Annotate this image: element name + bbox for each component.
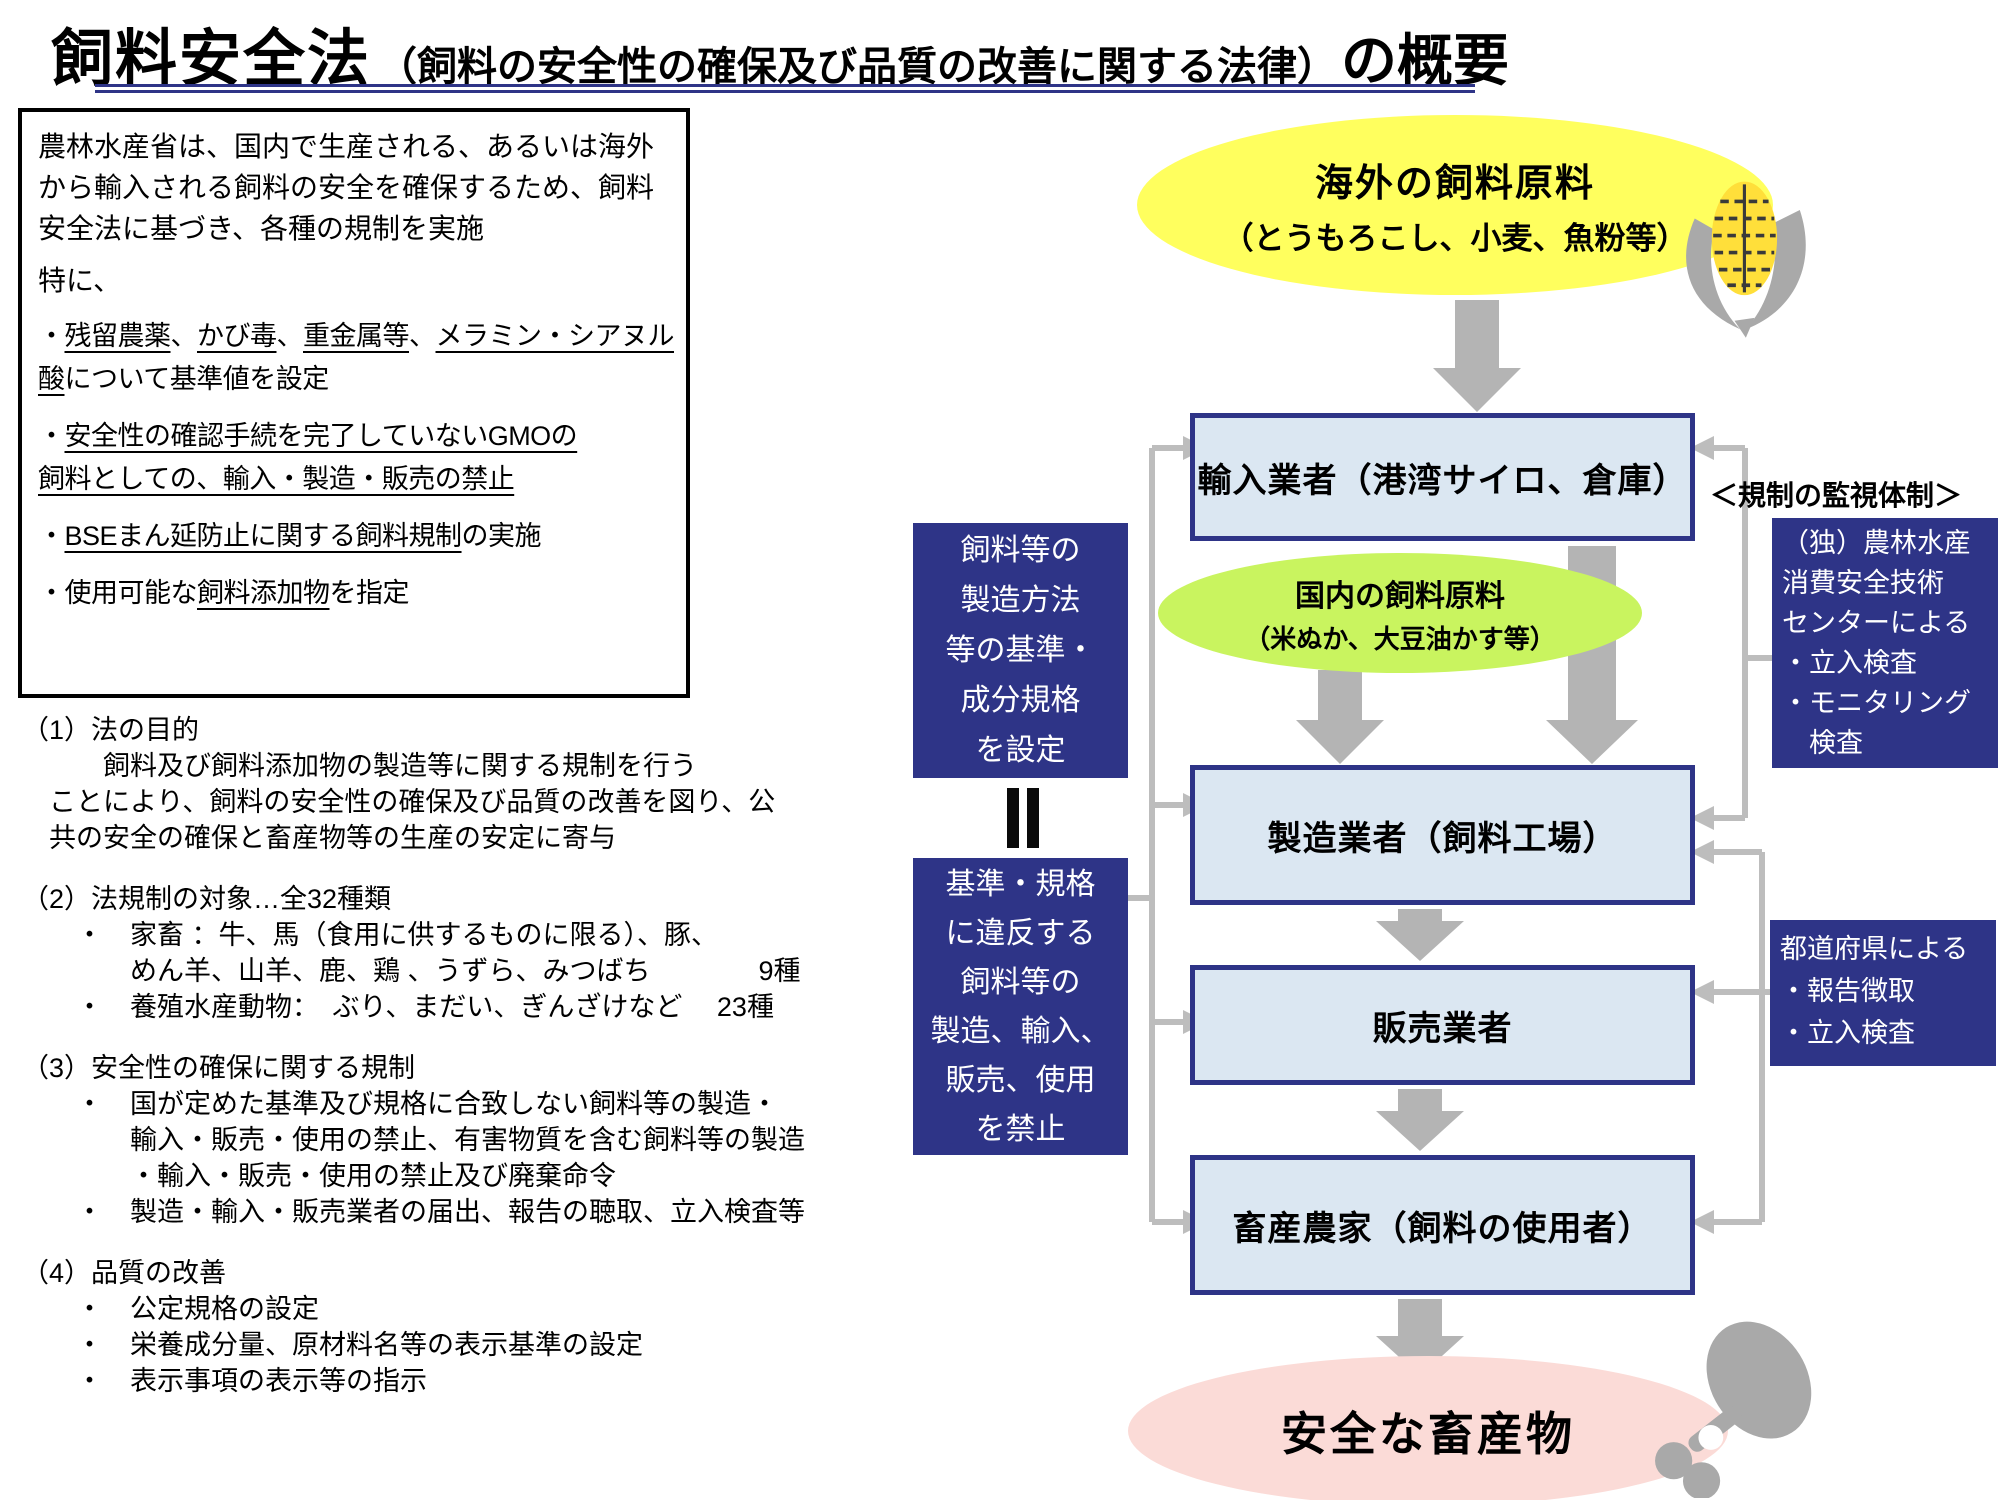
intro-bullet-additives: ・使用可能な飼料添加物を指定 [38,578,409,608]
down-arrow-seller-to-farmer [1376,1089,1464,1151]
intro-paragraph: 農林水産省は、国内で生産される、あるいは海外 から輸入される飼料の安全を確保する… [38,131,655,244]
domestic-title: 国内の飼料原料 [1295,579,1505,613]
importer-label: 輸入業者（港湾サイロ、倉庫） [1197,461,1688,500]
down-arrow-overseas-to-importer [1433,300,1521,412]
manufacturer-label: 製造業者（飼料工場） [1267,819,1618,858]
monitoring-heading: ＜規制の監視体制＞ [1710,480,1963,511]
intro-bullet-gmo: ・安全性の確認手続を完了していないGMOの 飼料としての、輸入・製造・販売の禁止 [38,421,578,494]
intro-emphasis: 特に、 [38,265,122,296]
overseas-title: 海外の飼料原料 [1314,163,1595,205]
title-suffix: の概要 [1341,29,1510,92]
domestic-subtitle: （米ぬか、大豆油かす等） [1244,623,1556,654]
drumstick-icon [1655,1321,1812,1498]
flow-box-manufacturer: 製造業者（飼料工場） [1190,765,1695,905]
farmer-label: 畜産農家（飼料の使用者） [1232,1209,1653,1248]
intro-bullet-residues: ・残留農薬、かび毒、重金属等、メラミン・シアヌル 酸について基準値を設定 [38,321,675,394]
title-main: 飼料安全法 [51,25,372,94]
down-arrow-manufacturer-to-seller [1376,909,1464,961]
page-title: 飼料安全法 （飼料の安全性の確保及び品質の改善に関する法律） の概要 [51,8,1509,98]
flow-box-seller: 販売業者 [1190,965,1695,1085]
title-subtitle: （飼料の安全性の確保及び品質の改善に関する法律） [377,45,1338,89]
equals-mark [1007,788,1053,848]
left-connector-lines [1128,445,1183,1225]
domestic-material-ellipse: 国内の飼料原料 （米ぬか、大豆油かす等） [1158,553,1642,673]
intro-box: 農林水産省は、国内で生産される、あるいは海外 から輸入される飼料の安全を確保する… [18,108,690,698]
corn-icon [1686,181,1806,338]
law-sections: （1）法の目的 飼料及び飼料添加物の製造等に関する規制を行う ことにより、飼料の… [22,712,922,1424]
down-arrow-farmer-to-product [1376,1299,1464,1376]
product-label: 安全な畜産物 [1281,1408,1575,1460]
overseas-material-ellipse: 海外の飼料原料 （とうもろこし、小麦、魚粉等） [1137,115,1773,295]
section-safety-regulation: （3）安全性の確保に関する規制 ・ 国が定めた基準及び規格に合致しない飼料等の製… [22,1053,805,1227]
flow-box-importer: 輸入業者（港湾サイロ、倉庫） [1190,413,1695,541]
seller-label: 販売業者 [1372,1009,1513,1048]
section-quality: （4）品質の改善 ・ 公定規格の設定 ・ 栄養成分量、原材料名等の表示基準の設定… [22,1258,643,1396]
safe-product-ellipse: 安全な畜産物 [1128,1356,1728,1500]
right-connector-arrowheads [1690,436,1714,1234]
famic-box: （独）農林水産 消費安全技術 センターによる ・立入検査 ・モニタリング 検査 [1772,518,1998,768]
violation-box: 基準・規格 に違反する 飼料等の 製造、輸入、 販売、使用 を禁止 [913,858,1128,1155]
section-scope: （2）法規制の対象…全32種類 ・ 家畜 ：牛、馬（食用に供するものに限る）、豚… [22,884,801,1022]
title-underline-divider [95,84,1475,93]
standards-box: 飼料等の 製造方法 等の基準・ 成分規格 を設定 [913,523,1128,778]
flow-box-farmer: 畜産農家（飼料の使用者） [1190,1155,1695,1295]
intro-bullet-bse: ・BSEまん延防止に関する飼料規制の実施 [38,521,542,551]
overseas-subtitle: （とうもろこし、小麦、魚粉等） [1222,221,1688,256]
right-connector-lines [1714,445,1772,1225]
down-arrow-domestic-to-manufacturer [1296,670,1384,764]
section-purpose: （1）法の目的 飼料及び飼料添加物の製造等に関する規制を行う ことにより、飼料の… [22,715,776,853]
prefecture-box: 都道府県による ・報告徴取 ・立入検査 [1770,920,1996,1066]
